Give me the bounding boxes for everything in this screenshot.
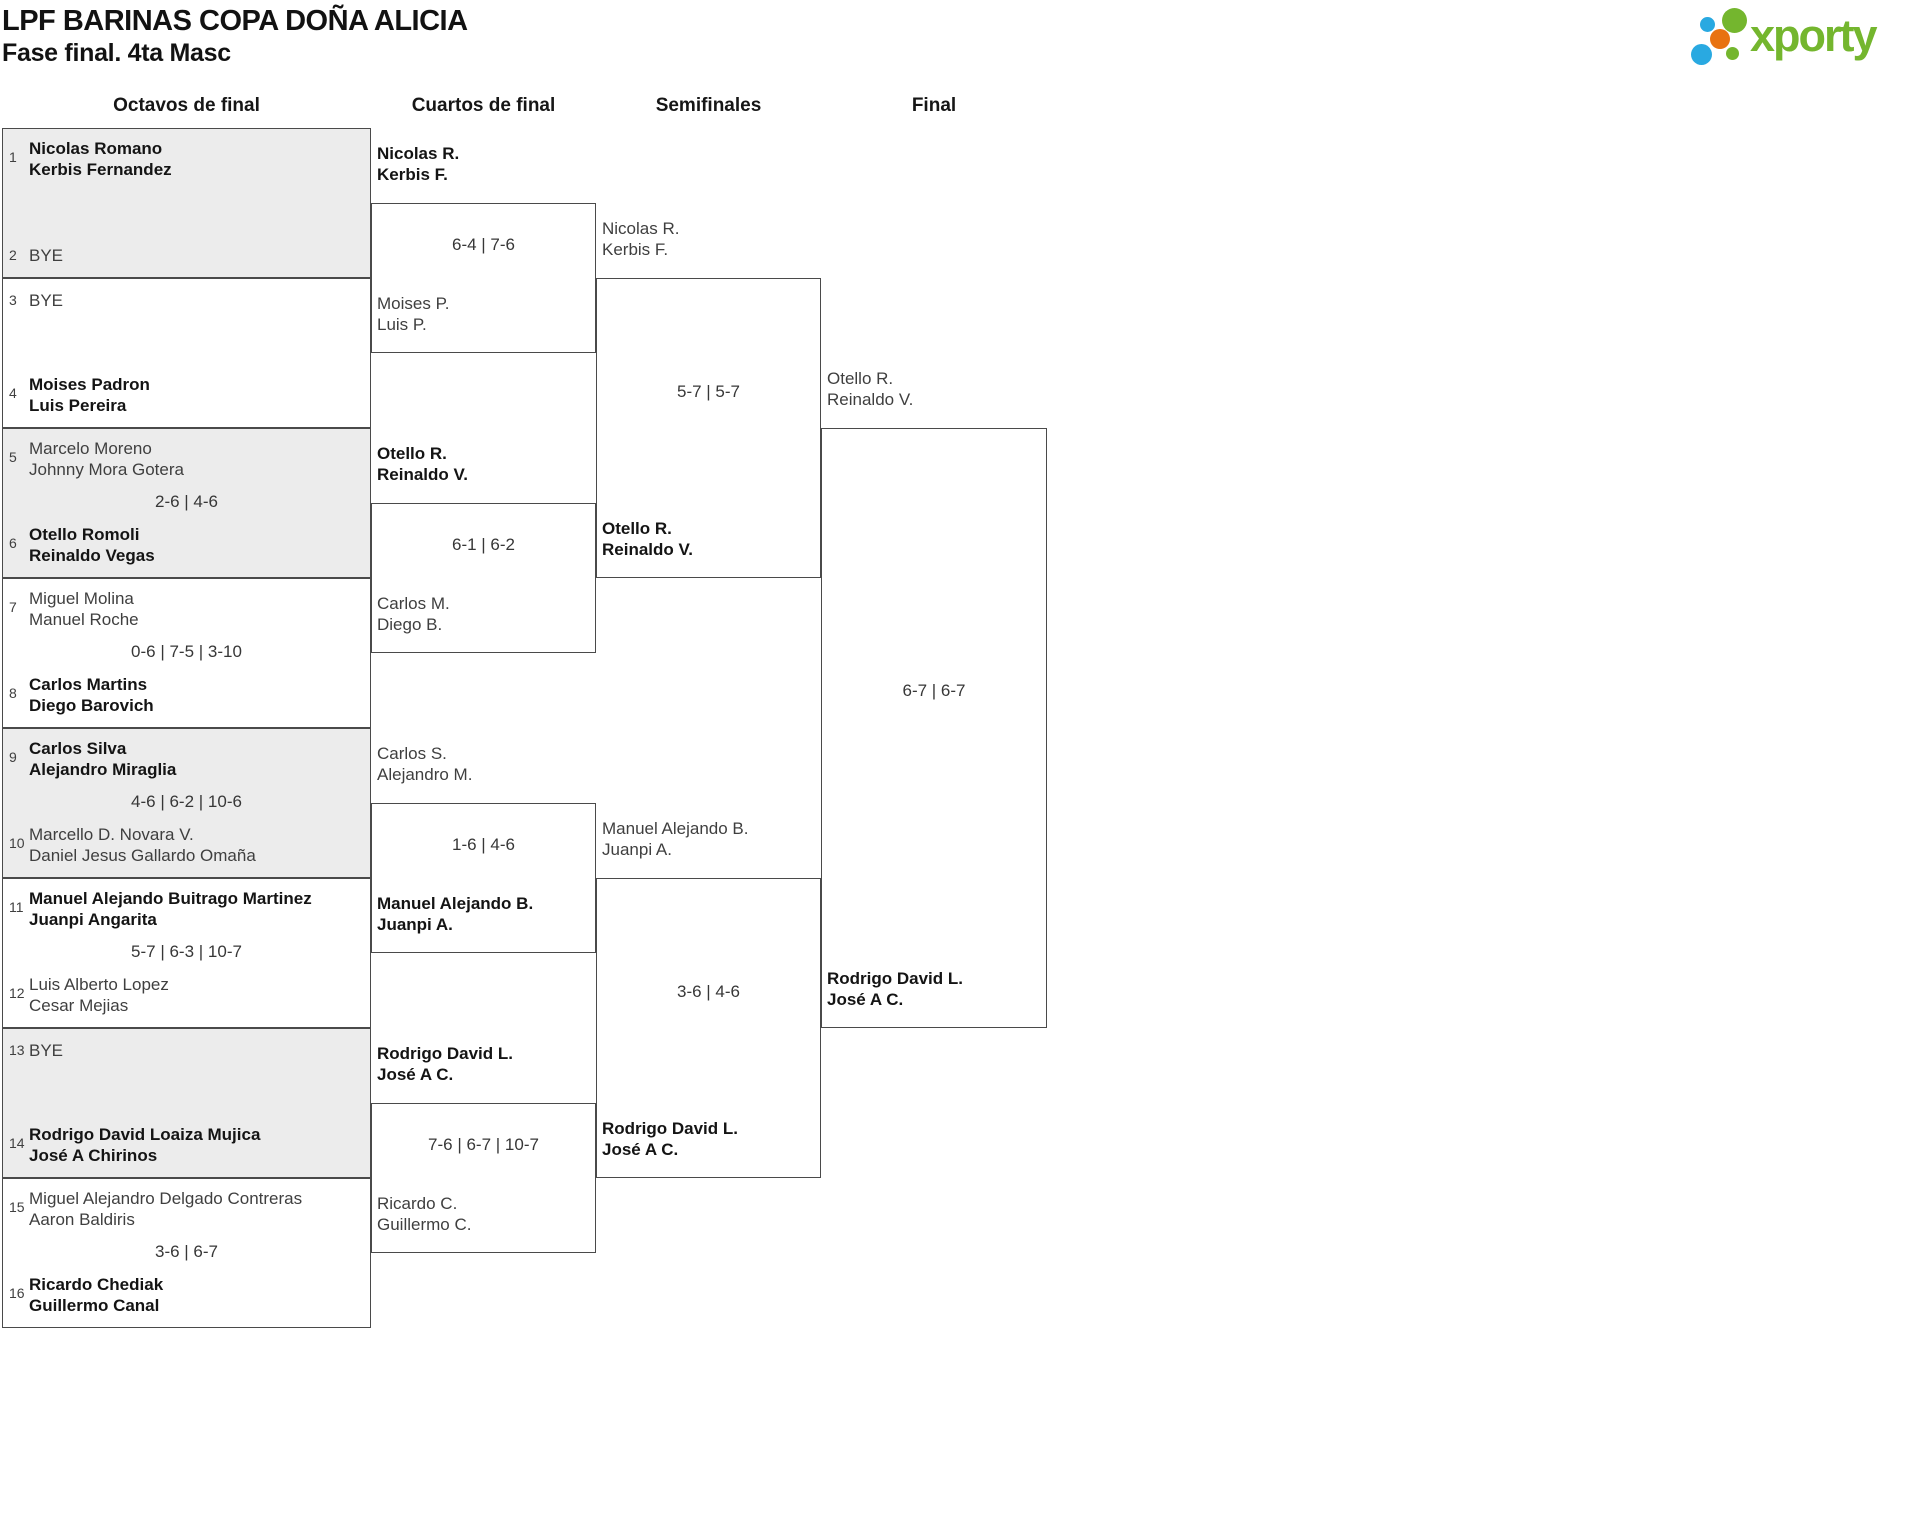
team-name: Luis Alberto Lopez Cesar Mejias (29, 975, 169, 1015)
team-name: Miguel Molina Manuel Roche (29, 589, 139, 629)
team-name: Nicolas R. Kerbis F. (377, 144, 460, 184)
match-box-r16-4: 7 Miguel Molina Manuel Roche 0-6 | 7-5 |… (2, 578, 371, 728)
xporty-logo[interactable]: xporty (1688, 6, 1920, 74)
match-box-r16-8: 15 Miguel Alejandro Delgado Contreras Aa… (2, 1178, 371, 1328)
match-score: 6-4 | 7-6 (451, 235, 515, 254)
team-name: Manuel Alejando B. Juanpi A. (602, 819, 749, 859)
team-name: BYE (29, 1041, 64, 1060)
team-name: Carlos S. Alejandro M. (377, 744, 473, 784)
team-name: Nicolas Romano Kerbis Fernandez (29, 139, 172, 179)
seed-number: 11 (9, 899, 24, 915)
team-name: BYE (29, 246, 64, 265)
team-name: Ricardo C. Guillermo C. (377, 1194, 472, 1234)
match-score: 3-6 | 4-6 (676, 982, 740, 1001)
logo-dot-icon (1722, 8, 1747, 33)
logo-dot-icon (1710, 29, 1730, 49)
match-box-r16-3: 5 Marcelo Moreno Johnny Mora Gotera 2-6 … (2, 428, 371, 578)
match-score: 6-1 | 6-2 (451, 535, 515, 554)
logo-dot-icon (1726, 47, 1739, 60)
logo-wordmark: xporty (1750, 10, 1878, 61)
seed-number: 3 (9, 292, 17, 308)
team-name: Carlos Martins Diego Barovich (29, 675, 154, 715)
match-score: 1-6 | 4-6 (451, 835, 515, 854)
match-box-r16-2: 3 BYE 4 Moises Padron Luis Pereira (2, 278, 371, 428)
match-box-qf-3: 1-6 | 4-6 (371, 803, 596, 953)
match-box-r16-1: 1 Nicolas Romano Kerbis Fernandez 2 BYE (2, 128, 371, 278)
team-name: Miguel Alejandro Delgado Contreras Aaron… (29, 1189, 303, 1229)
match-score: 2-6 | 4-6 (154, 492, 218, 511)
seed-number: 16 (9, 1285, 25, 1301)
match-box-qf-1: 6-4 | 7-6 (371, 203, 596, 353)
round-header-octavos: Octavos de final (113, 95, 260, 116)
match-score: 5-7 | 5-7 (676, 382, 740, 401)
match-box-sf-2: 3-6 | 4-6 (596, 878, 821, 1178)
seed-number: 10 (9, 835, 25, 851)
match-box-final: 6-7 | 6-7 (821, 428, 1047, 1028)
match-score: 4-6 | 6-2 | 10-6 (131, 792, 242, 811)
team-name: Otello Romoli Reinaldo Vegas (29, 525, 155, 565)
team-name: Moises P. Luis P. (377, 294, 450, 334)
seed-number: 6 (9, 535, 17, 551)
seed-number: 12 (9, 985, 25, 1001)
seed-number: 15 (9, 1199, 25, 1215)
seed-number: 7 (9, 599, 17, 615)
match-box-sf-1: 5-7 | 5-7 (596, 278, 821, 578)
seed-number: 13 (9, 1042, 25, 1058)
team-name: Manuel Alejando B. Juanpi A. (377, 894, 534, 934)
match-score: 0-6 | 7-5 | 3-10 (131, 642, 242, 661)
match-score: 5-7 | 6-3 | 10-7 (131, 942, 242, 961)
team-name: Marcelo Moreno Johnny Mora Gotera (29, 439, 184, 479)
team-name: Moises Padron Luis Pereira (29, 375, 150, 415)
round-header-semifinales: Semifinales (655, 95, 762, 116)
round-header-cuartos: Cuartos de final (411, 95, 556, 116)
team-name: Rodrigo David L. José A C. (602, 1119, 738, 1159)
team-name: Nicolas R. Kerbis F. (602, 219, 680, 259)
page-subtitle: Fase final. 4ta Masc (2, 39, 231, 67)
match-score: 6-7 | 6-7 (902, 681, 966, 700)
team-name: Otello R. Reinaldo V. (602, 519, 694, 559)
team-name: Manuel Alejando Buitrago Martinez Juanpi… (29, 889, 312, 929)
seed-number: 5 (9, 449, 17, 465)
match-score: 7-6 | 6-7 | 10-7 (428, 1135, 539, 1154)
seed-number: 1 (9, 149, 17, 165)
team-name: Carlos M. Diego B. (377, 594, 450, 634)
match-box-r16-7: 13 BYE 14 Rodrigo David Loaiza Mujica Jo… (2, 1028, 371, 1178)
team-name: Rodrigo David L. José A C. (827, 969, 963, 1009)
team-name: BYE (29, 291, 64, 310)
seed-number: 4 (9, 385, 17, 401)
team-name: Marcello D. Novara V. Daniel Jesus Galla… (29, 825, 256, 865)
seed-number: 2 (9, 247, 17, 263)
match-box-r16-5: 9 Carlos Silva Alejandro Miraglia 4-6 | … (2, 728, 371, 878)
team-name: Rodrigo David L. José A C. (377, 1044, 513, 1084)
team-name: Otello R. Reinaldo V. (827, 369, 914, 409)
team-name: Ricardo Chediak Guillermo Canal (29, 1275, 164, 1315)
round-header-final: Final (911, 95, 957, 116)
match-box-qf-4: 7-6 | 6-7 | 10-7 (371, 1103, 596, 1253)
page-title: LPF BARINAS COPA DOÑA ALICIA (2, 5, 468, 37)
match-box-r16-6: 11 Manuel Alejando Buitrago Martinez Jua… (2, 878, 371, 1028)
seed-number: 14 (9, 1135, 25, 1151)
match-score: 3-6 | 6-7 (154, 1242, 218, 1261)
logo-dot-icon (1691, 44, 1712, 65)
seed-number: 9 (9, 749, 17, 765)
match-box-qf-2: 6-1 | 6-2 (371, 503, 596, 653)
seed-number: 8 (9, 685, 17, 701)
team-name: Carlos Silva Alejandro Miraglia (29, 739, 177, 779)
logo-dot-icon (1700, 17, 1715, 32)
team-name: Rodrigo David Loaiza Mujica José A Chiri… (29, 1125, 261, 1165)
team-name: Otello R. Reinaldo V. (377, 444, 469, 484)
